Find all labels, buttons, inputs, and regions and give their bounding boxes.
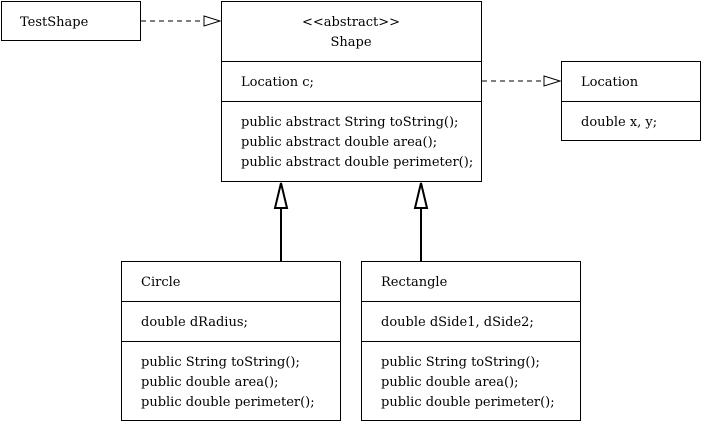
class-name: Rectangle — [381, 275, 448, 290]
class-attribute: double dSide1, dSide2; — [381, 315, 534, 330]
class-method: public abstract double area(); — [241, 135, 437, 150]
class-method: public abstract String toString(); — [241, 115, 458, 130]
class-name: Circle — [141, 275, 181, 290]
dependency-testshape-shape — [141, 15, 222, 27]
class-location: Location double x, y; — [561, 61, 701, 141]
class-method: public String toString(); — [141, 355, 300, 370]
class-circle: Circle double dRadius; public String toS… — [121, 261, 341, 421]
inheritance-circle-shape — [273, 182, 289, 261]
class-method: public double area(); — [141, 375, 279, 390]
class-shape: <<abstract>> Shape Location c; public ab… — [221, 1, 482, 182]
class-method: public double perimeter(); — [381, 395, 555, 410]
class-method: public double area(); — [381, 375, 519, 390]
class-name: Shape — [330, 35, 371, 50]
class-method: public double perimeter(); — [141, 395, 315, 410]
class-name: Location — [581, 75, 639, 90]
dependency-shape-location — [482, 75, 562, 87]
class-attribute: double x, y; — [581, 115, 657, 130]
class-stereotype: <<abstract>> — [302, 15, 400, 30]
class-method: public abstract double perimeter(); — [241, 155, 473, 170]
class-name: TestShape — [20, 15, 89, 30]
class-method: public String toString(); — [381, 355, 540, 370]
class-attribute: double dRadius; — [141, 315, 248, 330]
inheritance-rectangle-shape — [413, 182, 429, 261]
class-rectangle: Rectangle double dSide1, dSide2; public … — [361, 261, 581, 421]
class-attribute: Location c; — [241, 75, 314, 90]
class-testshape: TestShape — [1, 1, 141, 41]
